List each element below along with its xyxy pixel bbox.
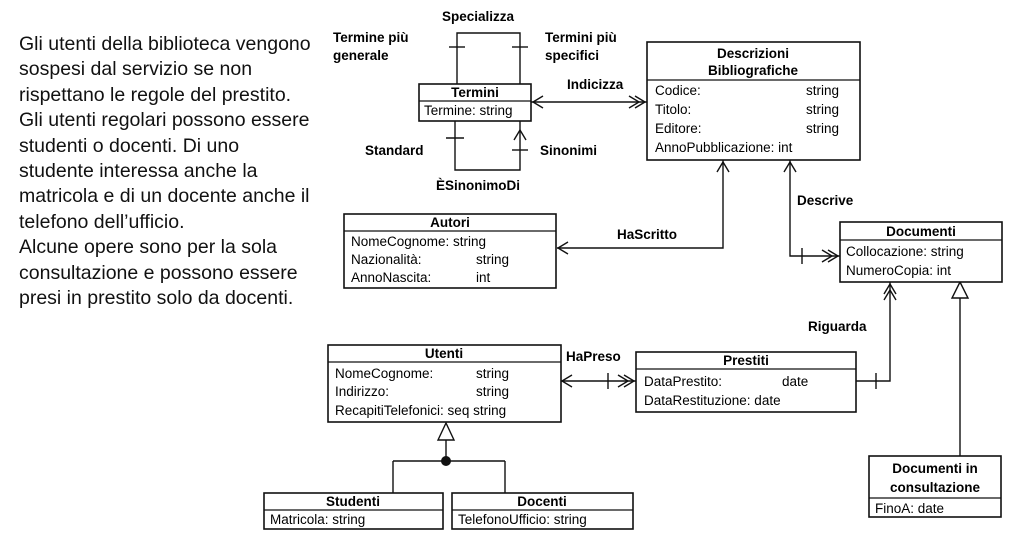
label-termini-specifici-1: Termini più	[545, 30, 617, 45]
documenti-attr-2: NumeroCopia: int	[846, 263, 951, 278]
label-descrive: Descrive	[797, 193, 854, 208]
indicizza-arrow-right-2	[628, 95, 641, 109]
entity-docenti: Docenti TelefonoUfficio: string	[451, 492, 634, 530]
label-hapreso: HaPreso	[566, 349, 621, 364]
generalization-documenti-triangle	[950, 280, 970, 299]
autori-title: Autori	[430, 215, 470, 230]
autori-attr-3-type: int	[476, 270, 491, 285]
documenti-attr-1: Collocazione: string	[846, 244, 964, 259]
label-sinonimi: Sinonimi	[540, 143, 597, 158]
consultazione-title-1: Documenti in	[892, 461, 978, 476]
hapreso-arrow-left	[560, 374, 573, 388]
consultazione-title-2: consultazione	[890, 480, 981, 495]
intro-paragraph-1: Gli utenti della biblioteca vengono sosp…	[19, 33, 311, 233]
autori-attr-3-name: AnnoNascita:	[351, 270, 431, 285]
specializza-loop	[456, 32, 521, 84]
docenti-attr-1: TelefonoUfficio: string	[458, 512, 587, 527]
utenti-attr-1-type: string	[476, 366, 509, 381]
studenti-attr-1: Matricola: string	[270, 512, 365, 527]
riguarda-arrow-up-2	[883, 288, 897, 301]
prestiti-title: Prestiti	[723, 353, 769, 368]
descrizioni-attr-2-type: string	[806, 102, 839, 117]
utenti-attr-3: RecapitiTelefonici: seq string	[335, 403, 506, 418]
consultazione-attr-1: FinoA: date	[875, 501, 944, 516]
utenti-attr-1-name: NomeCognome:	[335, 366, 433, 381]
prestiti-attr-1-type: date	[782, 374, 808, 389]
autori-attr-1: NomeCognome: string	[351, 234, 486, 249]
utenti-attr-2-type: string	[476, 384, 509, 399]
entity-documenti-in-consultazione: Documenti in consultazione FinoA: date	[868, 455, 1002, 518]
label-specializza: Specializza	[442, 9, 515, 24]
descrizioni-attr-2-name: Titolo:	[655, 102, 691, 117]
entity-studenti: Studenti Matricola: string	[263, 492, 444, 530]
riguarda-arrow-up-1	[883, 282, 897, 295]
termini-title: Termini	[451, 85, 499, 100]
label-indicizza: Indicizza	[567, 77, 624, 92]
connectors	[392, 32, 970, 493]
autori-attr-2-name: Nazionalità:	[351, 252, 422, 267]
descrizioni-title-1: Descrizioni	[717, 46, 789, 61]
label-termini-specifici-2: specifici	[545, 48, 599, 63]
docenti-title: Docenti	[517, 494, 567, 509]
entity-utenti: Utenti NomeCognome: string Indirizzo: st…	[327, 344, 562, 423]
indicizza-arrow-left	[531, 95, 544, 109]
intro-paragraph-2: Alcune opere sono per la sola consultazi…	[19, 236, 298, 310]
descrizioni-attr-3-type: string	[806, 121, 839, 136]
riguarda-line	[856, 282, 891, 382]
documenti-title: Documenti	[886, 224, 956, 239]
descrive-arrow-right-2	[821, 249, 834, 263]
prestiti-attr-2: DataRestituzione: date	[644, 393, 781, 408]
generalization-utenti-triangle	[436, 421, 456, 441]
label-termine-generale-1: Termine più	[333, 30, 409, 45]
esinonimodi-loop	[454, 121, 521, 171]
descrive-arrow-right-1	[827, 249, 840, 263]
label-esinonimodi: ÈSinonimoDi	[436, 178, 520, 193]
descrizioni-attr-1-name: Codice:	[655, 83, 701, 98]
indicizza-arrow-right-1	[634, 95, 647, 109]
studenti-title: Studenti	[326, 494, 380, 509]
prestiti-attr-1-name: DataPrestito:	[644, 374, 722, 389]
descrizioni-attr-4: AnnoPubblicazione: int	[655, 140, 793, 155]
hapreso-arrow-right-1	[623, 374, 636, 388]
utenti-title: Utenti	[425, 346, 463, 361]
relation-labels: Specializza Termine più generale Termini…	[333, 9, 867, 364]
autori-attr-2-type: string	[476, 252, 509, 267]
entity-prestiti: Prestiti DataPrestito: date DataRestituz…	[635, 351, 857, 413]
hascritto-arrow-left	[556, 241, 569, 255]
label-hascritto: HaScritto	[617, 227, 677, 242]
entity-termini: Termini Termine: string	[418, 83, 532, 122]
descrive-arrow-up	[783, 160, 797, 173]
descrizioni-title-2: Bibliografiche	[708, 63, 799, 78]
descrizioni-attr-1-type: string	[806, 83, 839, 98]
termini-attr-1: Termine: string	[424, 103, 513, 118]
utenti-attr-2-name: Indirizzo:	[335, 384, 389, 399]
descrive-line	[789, 160, 840, 257]
sinonimi-arrowhead	[513, 128, 527, 141]
hapreso-arrow-right-2	[617, 374, 630, 388]
hascritto-arrow-up	[716, 160, 730, 173]
entity-documenti: Documenti Collocazione: string NumeroCop…	[839, 221, 1003, 283]
label-termine-generale-2: generale	[333, 48, 389, 63]
intro-text: Gli utenti della biblioteca vengono sosp…	[19, 32, 319, 311]
label-standard: Standard	[365, 143, 424, 158]
entity-autori: Autori NomeCognome: string Nazionalità: …	[343, 213, 557, 289]
entity-descrizioni-bibliografiche: Descrizioni Bibliografiche Codice: strin…	[646, 41, 861, 161]
descrizioni-attr-3-name: Editore:	[655, 121, 702, 136]
hascritto-line	[557, 160, 724, 249]
label-riguarda: Riguarda	[808, 319, 867, 334]
